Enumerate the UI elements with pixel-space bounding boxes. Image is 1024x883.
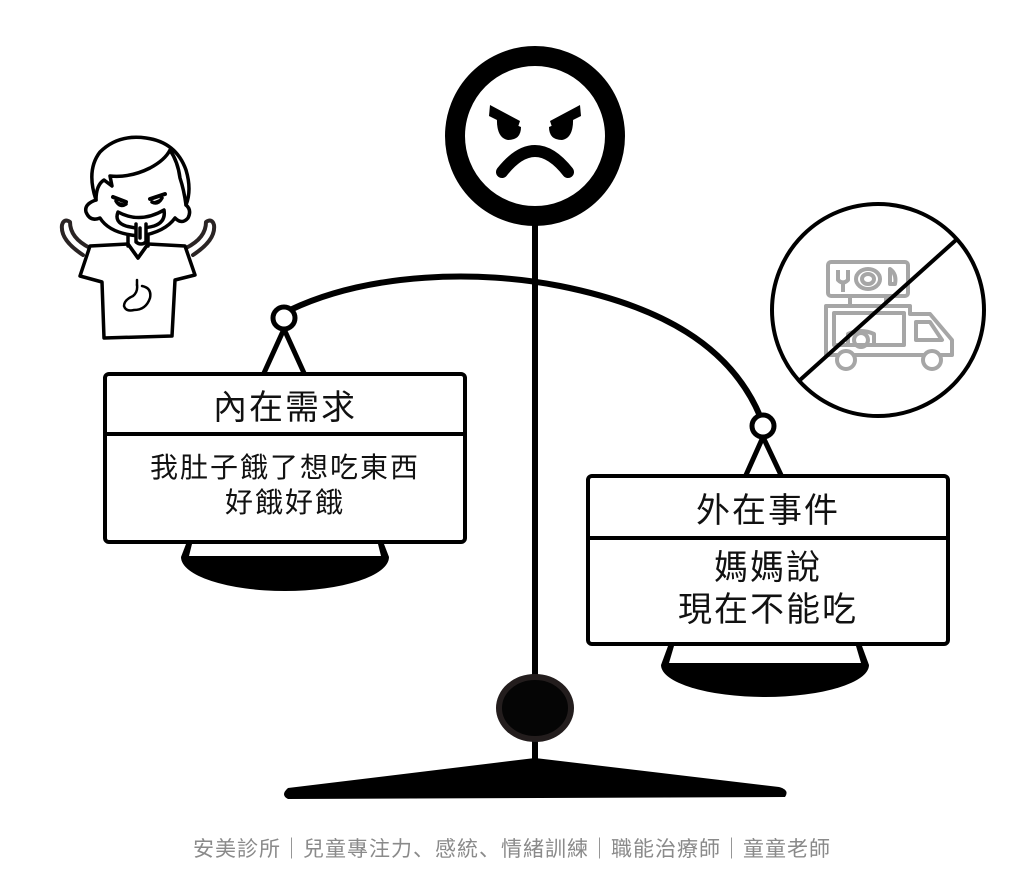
right-pan-label: 外在事件 媽媽說 現在不能吃	[586, 474, 950, 646]
right-pan-line-1: 媽媽說	[714, 547, 822, 588]
left-pan-title: 內在需求	[107, 376, 463, 436]
left-pan-line-1: 我肚子餓了想吃東西	[149, 451, 420, 484]
left-pan-label: 內在需求 我肚子餓了想吃東西 好餓好餓	[103, 372, 467, 544]
footer-credit: 安美診所｜兒童專注力、感統、情緒訓練｜職能治療師｜童童老師	[193, 837, 831, 861]
right-pan-line-2: 現在不能吃	[678, 590, 858, 630]
scale-base	[284, 758, 787, 799]
left-pan-line-2: 好餓好餓	[224, 486, 345, 519]
pivot-ball	[496, 674, 574, 742]
hungry-child-icon	[59, 135, 217, 340]
left-pan	[181, 544, 389, 591]
right-hanger	[743, 412, 784, 477]
scale-beam	[287, 273, 763, 419]
left-pan-body: 我肚子餓了想吃東西 好餓好餓	[107, 436, 463, 540]
right-pan-body: 媽媽說 現在不能吃	[590, 540, 946, 644]
angry-face-icon	[445, 46, 625, 226]
left-hanger	[261, 304, 307, 375]
right-pan	[661, 646, 869, 697]
right-pan-title: 外在事件	[590, 478, 946, 540]
no-food-truck-icon	[770, 202, 986, 418]
